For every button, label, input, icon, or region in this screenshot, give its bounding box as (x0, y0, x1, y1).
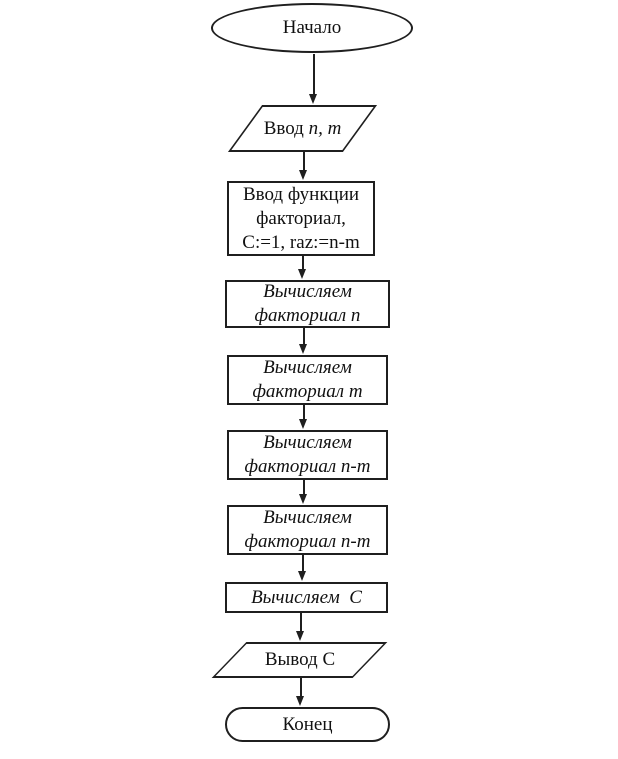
node-output-label-text: Вывод C (264, 649, 336, 670)
node-factorial-nm2-process: Вычисляем факториал n-m (227, 505, 388, 555)
node-compute-c-process: Вычисляем C (225, 582, 388, 613)
flow-arrow (298, 555, 307, 581)
node-output-label: Вывод C (212, 642, 388, 678)
node-factorial-nm2-label: Вычисляем факториал n-m (244, 507, 371, 552)
node-start-terminator: Начало (211, 3, 413, 53)
node-init-label: Ввод функции факториал, C:=1, raz:=n-m (242, 183, 360, 253)
node-factorial-n-label: Вычисляем факториал n (254, 281, 361, 326)
node-factorial-n-process: Вычисляем факториал n (225, 280, 390, 328)
node-factorial-m-label: Вычисляем факториал m (252, 357, 363, 402)
node-factorial-nm1-process: Вычисляем факториал n-m (227, 430, 388, 480)
flow-arrow (299, 480, 308, 504)
flow-arrow (296, 613, 305, 641)
node-start-label: Начало (282, 17, 342, 38)
flow-arrow (309, 54, 318, 104)
flow-arrow (296, 678, 305, 706)
flow-arrow (298, 256, 307, 279)
node-init-process: Ввод функции факториал, C:=1, raz:=n-m (227, 181, 375, 256)
node-compute-c-label: Вычисляем C (251, 586, 362, 608)
node-input-label: Ввод n, m (228, 105, 377, 152)
node-factorial-nm1-label: Вычисляем факториал n-m (244, 432, 371, 477)
node-factorial-m-process: Вычисляем факториал m (227, 355, 388, 405)
node-end-label: Конец (282, 713, 333, 735)
flow-arrow (299, 328, 308, 354)
node-end-terminator: Конец (225, 707, 390, 742)
node-input-label-prefix: Ввод (263, 117, 309, 139)
flow-arrow (299, 152, 308, 180)
flow-arrow (299, 405, 308, 429)
node-input-label-vars: n, m (308, 117, 342, 139)
